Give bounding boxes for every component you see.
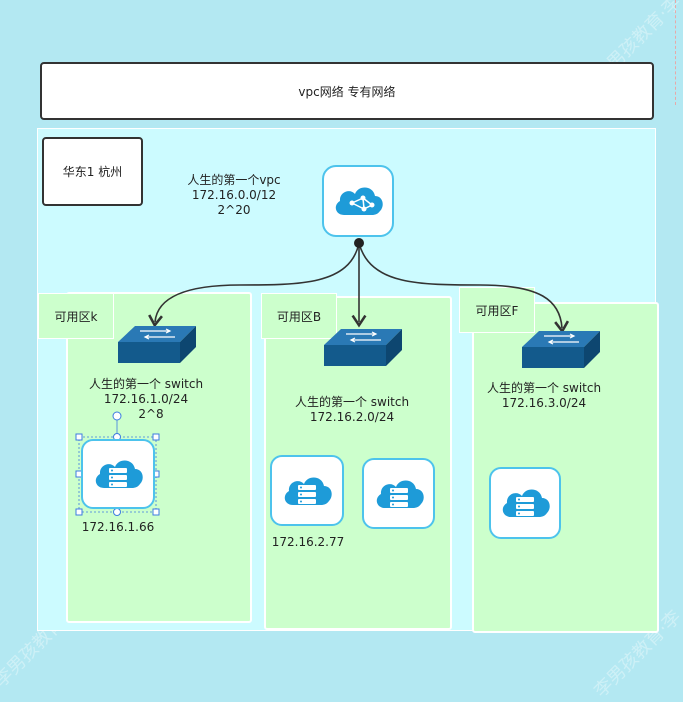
connector-to-zone-f: [358, 242, 570, 334]
zone-f-tab[interactable]: 可用区F: [459, 287, 535, 333]
zone-k-switch-size: 2^8: [138, 407, 164, 421]
zone-f-switch-name: 人生的第一个 switch: [486, 381, 602, 395]
cloud-server-icon: [502, 489, 550, 517]
zone-k-tab[interactable]: 可用区k: [38, 293, 114, 339]
zone-k-switch-name: 人生的第一个 switch: [88, 377, 204, 391]
vpc-info: 人生的第一个vpc 172.16.0.0/12 2^20: [172, 173, 296, 218]
cloud-server-icon: [376, 479, 424, 508]
region-label-box[interactable]: 华东1 杭州: [42, 137, 143, 206]
vpc-size: 2^20: [217, 203, 251, 217]
zone-b-switch-name: 人生的第一个 switch: [294, 395, 410, 409]
switch-icon-zone-b[interactable]: [324, 329, 402, 367]
vpc-cidr: 172.16.0.0/12: [191, 188, 277, 202]
cloud-server-icon: [95, 460, 143, 488]
selection-handles[interactable]: [74, 408, 164, 518]
zone-k-label: 可用区k: [54, 309, 98, 324]
host-zone-k-ip: 172.16.1.66: [81, 520, 155, 534]
zone-k-switch-cidr: 172.16.1.0/24: [103, 392, 189, 406]
region-label-text: 华东1 杭州: [62, 165, 123, 179]
host-zone-b-ip: 172.16.2.77: [271, 535, 345, 549]
vpc-connectors: [148, 238, 570, 334]
switch-icon-zone-f[interactable]: [522, 331, 600, 369]
zone-k-switch-info: 人生的第一个 switch 172.16.1.0/24 2^8: [76, 377, 216, 422]
host-zone-k-card[interactable]: [81, 439, 155, 509]
zone-b-label: 可用区B: [276, 309, 322, 324]
vpc-title-text: vpc网络 专有网络: [298, 84, 396, 99]
right-edge-strip: [675, 0, 683, 105]
vpc-name: 人生的第一个vpc: [187, 173, 281, 187]
host-zone-b-card-1[interactable]: [270, 455, 344, 526]
vpc-title-box[interactable]: vpc网络 专有网络: [40, 62, 654, 120]
zone-f-switch-cidr: 172.16.3.0/24: [501, 396, 587, 410]
vpc-cloud-network-icon: [335, 187, 383, 215]
connector-to-zone-k: [148, 242, 360, 328]
zone-f-label: 可用区F: [475, 303, 519, 318]
vpc-icon-card[interactable]: [322, 165, 394, 237]
zone-b-tab[interactable]: 可用区B: [261, 293, 337, 339]
host-zone-b-card-2[interactable]: [362, 458, 435, 529]
host-zone-f-card[interactable]: [489, 467, 561, 539]
zone-f-switch-info: 人生的第一个 switch 172.16.3.0/24: [474, 381, 614, 411]
zone-b-switch-info: 人生的第一个 switch 172.16.2.0/24: [282, 395, 422, 425]
zone-b-switch-cidr: 172.16.2.0/24: [309, 410, 395, 424]
connector-origin-dot: [354, 238, 364, 248]
cloud-server-icon: [284, 476, 332, 505]
switch-icon-zone-k[interactable]: [118, 326, 196, 364]
